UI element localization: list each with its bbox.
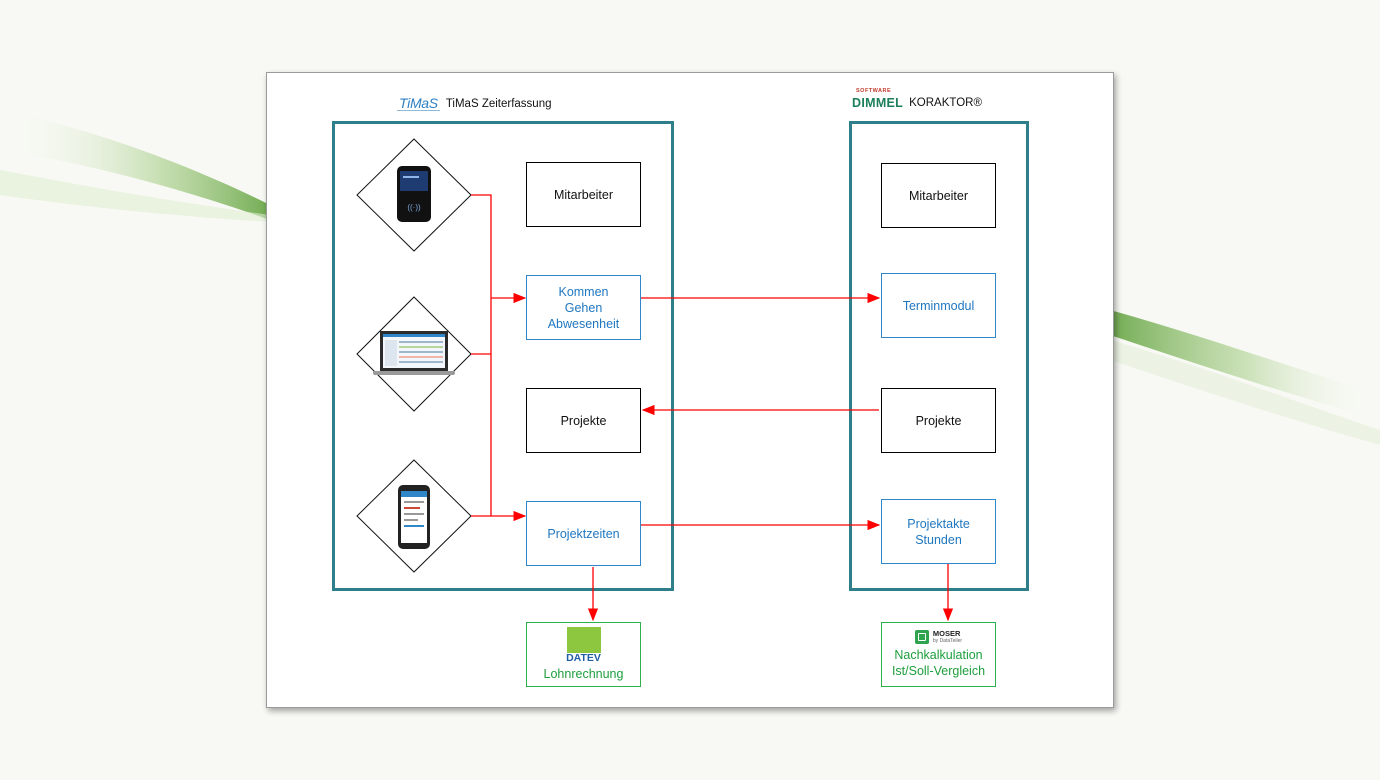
- terminal-device-icon: ((·)): [356, 138, 472, 252]
- projektzeiten-box: Projektzeiten: [526, 501, 641, 566]
- moser-logo: MOSER by DataTeiler: [914, 630, 962, 644]
- datev-logo-icon: [566, 627, 601, 653]
- svg-text:((·)): ((·)): [407, 203, 421, 212]
- laptop-icon: [356, 296, 472, 412]
- koraktor-region: [849, 121, 1029, 591]
- ist-soll-label: Ist/Soll-Vergleich: [891, 664, 986, 678]
- koraktor-title: KORAKTOR®: [909, 97, 982, 109]
- diagram-card: ((·)): [266, 72, 1114, 708]
- koraktor-projekte-box: Projekte: [881, 388, 996, 453]
- timas-title: TiMaS Zeiterfassung: [445, 97, 552, 110]
- datev-lohnrechnung-box: DATEV Lohnrechnung: [526, 622, 641, 687]
- timas-logo: TiMaS: [397, 95, 440, 111]
- koraktor-mitarbeiter-box: Mitarbeiter: [881, 163, 996, 228]
- smartphone-icon: [356, 459, 472, 573]
- moser-logo-icon: [914, 630, 929, 644]
- timas-header: TiMaS TiMaS Zeiterfassung: [397, 96, 552, 111]
- timas-region: [332, 121, 674, 591]
- datev-logo-text: DATEV: [566, 652, 601, 664]
- dimmel-logo: SOFTWARE DIMMEL: [852, 88, 904, 110]
- nachkalkulation-label: Nachkalkulation: [894, 648, 983, 662]
- kommen-gehen-box: Kommen Gehen Abwesenheit: [526, 275, 641, 340]
- lohnrechnung-label: Lohnrechnung: [543, 667, 624, 681]
- koraktor-header: SOFTWARE DIMMEL KORAKTOR®: [852, 88, 982, 110]
- connectors-layer: ((·)): [356, 138, 954, 622]
- terminmodul-box: Terminmodul: [881, 273, 996, 338]
- projektakte-box: Projektakte Stunden: [881, 499, 996, 564]
- timas-projekte-box: Projekte: [526, 388, 641, 453]
- timas-mitarbeiter-box: Mitarbeiter: [526, 162, 641, 227]
- moser-nachkalkulation-box: MOSER by DataTeiler Nachkalkulation Ist/…: [881, 622, 996, 687]
